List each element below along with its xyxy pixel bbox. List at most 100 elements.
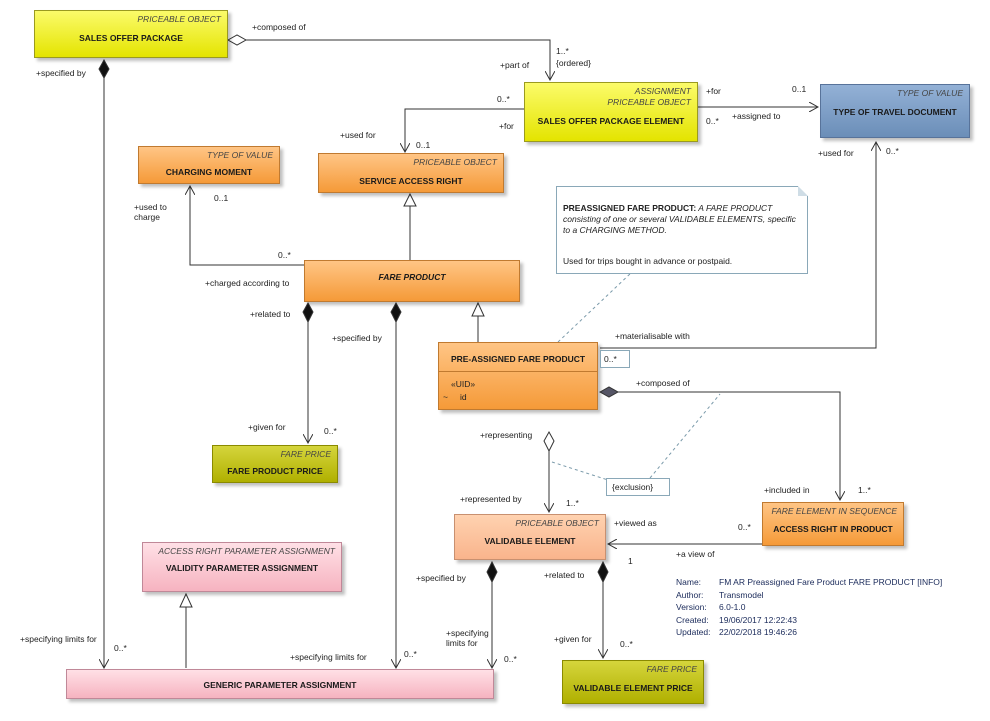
class-sales-offer-package-element[interactable]: ASSIGNMENT PRICEABLE OBJECT SALES OFFER … (524, 82, 698, 142)
info-created-row: Created:19/06/2017 12:22:43 (676, 614, 942, 627)
label-mult-0star-i: 0..* (404, 649, 417, 659)
gen-triangle-validity (179, 592, 193, 608)
label-used-to-charge: +used to charge (134, 202, 167, 222)
label-a-view-of: +a view of (676, 549, 715, 559)
class-name: FARE PRODUCT PRICE (227, 466, 323, 476)
note-fold-icon (798, 186, 808, 196)
class-name: PRE-ASSIGNED FARE PRODUCT (450, 354, 586, 364)
class-validity-parameter-assignment[interactable]: ACCESS RIGHT PARAMETER ASSIGNMENT VALIDI… (142, 542, 342, 592)
stereotype: FARE PRICE (280, 449, 331, 459)
label-assigned-to: +assigned to (732, 111, 781, 121)
assoc-pafp-arip (618, 391, 840, 500)
class-generic-parameter-assignment[interactable]: GENERIC PARAMETER ASSIGNMENT (66, 669, 494, 699)
info-created-value: 19/06/2017 12:22:43 (719, 614, 797, 625)
exclusion-link-2 (649, 393, 721, 479)
class-pre-assigned-fare-product[interactable]: PRE-ASSIGNED FARE PRODUCT «UID» ~ id (438, 342, 598, 410)
class-name: SALES OFFER PACKAGE (79, 33, 183, 43)
label-materialisable-with: +materialisable with (615, 331, 690, 341)
note-text-2: Used for trips bought in advance or post… (563, 256, 733, 266)
label-included-in: +included in (764, 485, 810, 495)
label-representing: +representing (480, 430, 533, 440)
note-link (557, 271, 633, 343)
class-name: SALES OFFER PACKAGE ELEMENT (537, 116, 685, 126)
gen-triangle-sar (403, 192, 417, 207)
note-body: PREASSIGNED FARE PRODUCT: A FARE PRODUCT… (563, 203, 801, 236)
diamond-open-sop (226, 34, 248, 46)
label-ordered: {ordered} (556, 58, 591, 68)
diamond-filled-fp-1 (302, 301, 314, 324)
label-for-1: +for (706, 86, 721, 96)
info-updated-key: Updated: (676, 627, 711, 637)
info-updated-row: Updated: 22/02/2018 19:46:26 (676, 626, 942, 639)
class-type-of-travel-document[interactable]: TYPE OF VALUE TYPE OF TRAVEL DOCUMENT (820, 84, 970, 138)
label-specified-by-2: +specified by (332, 333, 382, 343)
info-version-row: Version:6.0-1.0 (676, 601, 942, 614)
info-name-row: Name: FM AR Preassigned Fare Product FARE… (676, 576, 942, 589)
label-mult-0star-g: 0..* (738, 522, 751, 532)
class-fare-product-price[interactable]: FARE PRICE FARE PRODUCT PRICE (212, 445, 338, 483)
label-mult-0star-k: 0..* (620, 639, 633, 649)
label-specifying-limits-for-3: +specifying limits for (446, 628, 489, 648)
label-mult-1-star-c: 1..* (858, 485, 871, 495)
diagram-info: Name: FM AR Preassigned Fare Product FARE… (676, 576, 942, 639)
exclusion-text: {exclusion} (612, 482, 654, 492)
label-mult-01-c: 0..1 (214, 193, 229, 203)
note-title: PREASSIGNED FARE PRODUCT: (563, 203, 697, 213)
label-mult-0star-a: 0..* (497, 94, 510, 104)
note-exclusion: {exclusion} (606, 478, 670, 496)
assoc-pafp-ttd (600, 142, 876, 349)
info-author-row: Author: Transmodel (676, 589, 942, 602)
class-service-access-right[interactable]: PRICEABLE OBJECT SERVICE ACCESS RIGHT (318, 153, 504, 193)
stereotype: FARE PRICE (646, 664, 697, 674)
label-mult-0star-f: 0..* (324, 426, 337, 436)
label-mult-0star-h: 0..* (114, 643, 127, 653)
label-used-for-1: +used for (340, 130, 376, 140)
label-composed-of-1: +composed of (252, 22, 306, 32)
class-name: VALIDABLE ELEMENT PRICE (573, 683, 693, 693)
stereotype: TYPE OF VALUE (897, 88, 963, 98)
info-updated-value: 22/02/2018 19:46:26 (719, 627, 797, 637)
exclusion-link-1 (551, 461, 609, 481)
info-name-key: Name: (676, 577, 702, 587)
stereotype: PRICEABLE OBJECT (515, 518, 599, 528)
label-mult-0star-j: 0..* (504, 654, 517, 664)
info-author-value: Transmodel (719, 589, 764, 600)
mult-text: 0..* (604, 354, 617, 364)
note-preassigned-fare-product: PREASSIGNED FARE PRODUCT: A FARE PRODUCT… (556, 186, 808, 274)
class-charging-moment[interactable]: TYPE OF VALUE CHARGING MOMENT (138, 146, 280, 184)
stereotype: ASSIGNMENT PRICEABLE OBJECT (607, 86, 691, 107)
class-name: VALIDITY PARAMETER ASSIGNMENT (165, 563, 319, 573)
stereotype: PRICEABLE OBJECT (137, 14, 221, 24)
label-given-for-2: +given for (554, 634, 592, 644)
label-specified-by-1: +specified by (36, 68, 86, 78)
info-author-key: Author: (676, 589, 704, 600)
label-mult-1: 1 (628, 556, 633, 566)
gen-triangle-fp (471, 301, 485, 317)
label-mult-0star-b: 0..* (706, 116, 719, 126)
class-sales-offer-package[interactable]: PRICEABLE OBJECT SALES OFFER PACKAGE (34, 10, 228, 58)
class-name: SERVICE ACCESS RIGHT (359, 176, 463, 186)
class-name: ACCESS RIGHT IN PRODUCT (773, 524, 893, 534)
class-validable-element-price[interactable]: FARE PRICE VALIDABLE ELEMENT PRICE (562, 660, 704, 704)
assoc-sope-sar (405, 108, 524, 152)
class-fare-product[interactable]: FARE PRODUCT (304, 260, 520, 302)
label-mult-0star-c: 0..* (886, 146, 899, 156)
info-name-value: FM AR Preassigned Fare Product FARE PROD… (719, 577, 943, 587)
label-specified-by-3: +specified by (416, 573, 466, 583)
stereotype: FARE ELEMENT IN SEQUENCE (771, 506, 897, 516)
note-text: A FARE PRODUCT consisting of one or seve… (563, 203, 796, 235)
class-name: FARE PRODUCT (378, 272, 446, 282)
class-validable-element[interactable]: PRICEABLE OBJECT VALIDABLE ELEMENT (454, 514, 606, 560)
label-mult-01-a: 0..1 (792, 84, 807, 94)
label-mult-1-star-a: 1..* (556, 46, 569, 56)
stereotype: TYPE OF VALUE (207, 150, 273, 160)
label-specifying-limits-for-2: +specifying limits for (290, 652, 367, 662)
info-version-key: Version: (676, 602, 707, 612)
label-for-2: +for (499, 121, 514, 131)
diamond-filled-pafp (598, 386, 620, 398)
label-part-of: +part of (500, 60, 530, 70)
class-access-right-in-product[interactable]: FARE ELEMENT IN SEQUENCE ACCESS RIGHT IN… (762, 502, 904, 546)
diamond-filled-fp-2 (390, 301, 402, 324)
attr-name: id (460, 392, 467, 402)
